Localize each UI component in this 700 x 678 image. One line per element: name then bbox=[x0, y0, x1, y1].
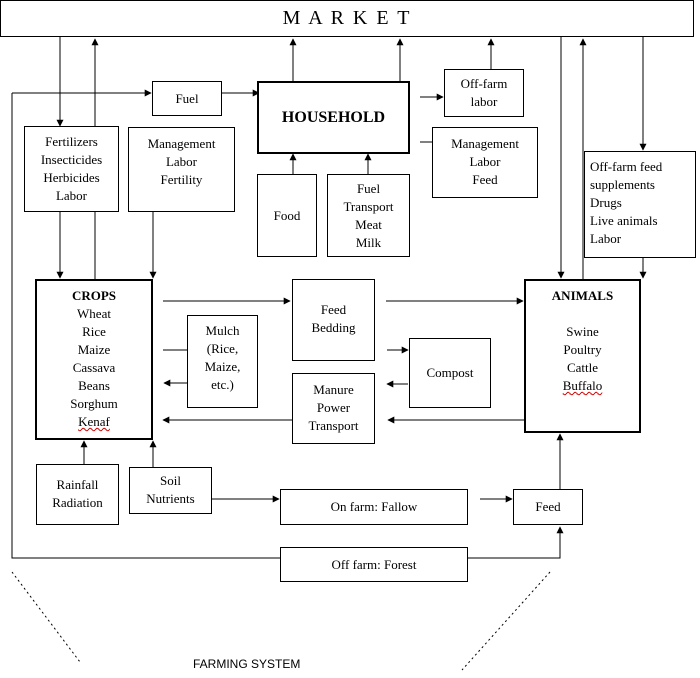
mulch-line-1: Mulch bbox=[205, 323, 240, 338]
management-left-box: Management Labor Fertility bbox=[128, 127, 235, 212]
crop-item: Cassava bbox=[72, 360, 116, 375]
fuel-products-line-4: Milk bbox=[355, 235, 382, 250]
rainfall-line-2: Radiation bbox=[52, 495, 103, 510]
forest-label: Off farm: Forest bbox=[331, 557, 417, 572]
crop-item: Maize bbox=[77, 342, 111, 357]
manure-line-1: Manure bbox=[313, 382, 354, 397]
crop-item: Beans bbox=[78, 378, 110, 393]
manure-line-3: Transport bbox=[308, 418, 359, 433]
rainfall-line-1: Rainfall bbox=[56, 477, 99, 492]
mulch-box: Mulch (Rice, Maize, etc.) bbox=[187, 315, 258, 408]
offfarm-labor-line-1: Off-farm bbox=[460, 76, 508, 91]
mulch-line-2: (Rice, bbox=[206, 341, 239, 356]
animals-box: ANIMALS Swine Poultry Cattle Buffalo bbox=[524, 279, 641, 433]
fuel-products-box: Fuel Transport Meat Milk bbox=[327, 174, 410, 257]
crop-item: Sorghum bbox=[70, 396, 118, 411]
offfarm-feed-box: Off-farm feed supplements Drugs Live ani… bbox=[584, 151, 696, 258]
inputs-line-4: Labor bbox=[55, 188, 88, 203]
offfarm-feed-line-3: Drugs bbox=[590, 195, 622, 210]
management-right-box: Management Labor Feed bbox=[432, 127, 538, 198]
inputs-line-1: Fertilizers bbox=[45, 134, 98, 149]
animal-item-buffalo: Buffalo bbox=[562, 378, 603, 393]
crop-item: Kenaf bbox=[37, 413, 151, 431]
mulch-line-3: Maize, bbox=[204, 359, 241, 374]
manure-line-2: Power bbox=[316, 400, 351, 415]
soil-line-2: Nutrients bbox=[146, 491, 195, 506]
inputs-left-box: Fertilizers Insecticides Herbicides Labo… bbox=[24, 126, 119, 212]
diagram-caption: FARMING SYSTEM bbox=[193, 657, 301, 671]
feed-box: Feed bbox=[513, 489, 583, 525]
market-box: M A R K E T bbox=[0, 0, 694, 37]
animals-spacer bbox=[526, 305, 639, 323]
animals-title: ANIMALS bbox=[551, 288, 614, 303]
food-label: Food bbox=[273, 208, 301, 223]
mgmt-right-line-3: Feed bbox=[472, 172, 498, 187]
forest-box: Off farm: Forest bbox=[280, 547, 468, 582]
animal-item: Poultry bbox=[563, 342, 602, 357]
food-box: Food bbox=[257, 174, 317, 257]
offfarm-labor-box: Off-farm labor bbox=[444, 69, 524, 117]
crop-item: Wheat bbox=[77, 306, 111, 321]
fuel-box: Fuel bbox=[152, 81, 222, 116]
offfarm-feed-line-4: Live animals bbox=[590, 213, 658, 228]
mulch-line-4: etc.) bbox=[211, 377, 234, 392]
crop-item-kenaf: Kenaf bbox=[78, 414, 110, 429]
feed-bedding-line-1: Feed bbox=[320, 302, 347, 317]
fuel-label: Fuel bbox=[175, 91, 199, 106]
crops-title: CROPS bbox=[71, 288, 117, 303]
compost-box: Compost bbox=[409, 338, 491, 408]
fallow-label: On farm: Fallow bbox=[330, 499, 418, 514]
soil-line-1: Soil bbox=[160, 473, 181, 488]
inputs-line-2: Insecticides bbox=[40, 152, 103, 167]
inputs-line-3: Herbicides bbox=[43, 170, 100, 185]
mgmt-right-line-2: Labor bbox=[469, 154, 501, 169]
rainfall-box: Rainfall Radiation bbox=[36, 464, 119, 525]
offfarm-feed-line-5: Labor bbox=[590, 231, 622, 246]
fuel-products-line-3: Meat bbox=[355, 217, 382, 232]
animal-item: Swine bbox=[566, 324, 599, 339]
feed-bedding-box: Feed Bedding bbox=[292, 279, 375, 361]
household-box: HOUSEHOLD bbox=[257, 81, 410, 154]
crop-item: Rice bbox=[82, 324, 106, 339]
animal-item: Buffalo bbox=[526, 377, 639, 395]
mgmt-left-line-1: Management bbox=[147, 136, 216, 151]
mgmt-left-line-3: Fertility bbox=[160, 172, 203, 187]
offfarm-labor-line-2: labor bbox=[470, 94, 498, 109]
offfarm-feed-line-2: supplements bbox=[590, 177, 655, 192]
offfarm-feed-line-1: Off-farm feed bbox=[590, 159, 663, 174]
manure-box: Manure Power Transport bbox=[292, 373, 375, 444]
mgmt-left-line-2: Labor bbox=[165, 154, 198, 169]
soil-box: Soil Nutrients bbox=[129, 467, 212, 514]
feed-label: Feed bbox=[535, 499, 561, 514]
household-label: HOUSEHOLD bbox=[281, 109, 386, 126]
fallow-box: On farm: Fallow bbox=[280, 489, 468, 525]
feed-bedding-line-2: Bedding bbox=[311, 320, 356, 335]
fuel-products-line-2: Transport bbox=[343, 199, 394, 214]
market-label: M A R K E T bbox=[282, 7, 412, 29]
mgmt-right-line-1: Management bbox=[451, 136, 519, 151]
compost-label: Compost bbox=[426, 365, 474, 380]
fuel-products-line-1: Fuel bbox=[356, 181, 381, 196]
animal-item: Cattle bbox=[566, 360, 599, 375]
crops-box: CROPS Wheat Rice Maize Cassava Beans Sor… bbox=[35, 279, 153, 440]
